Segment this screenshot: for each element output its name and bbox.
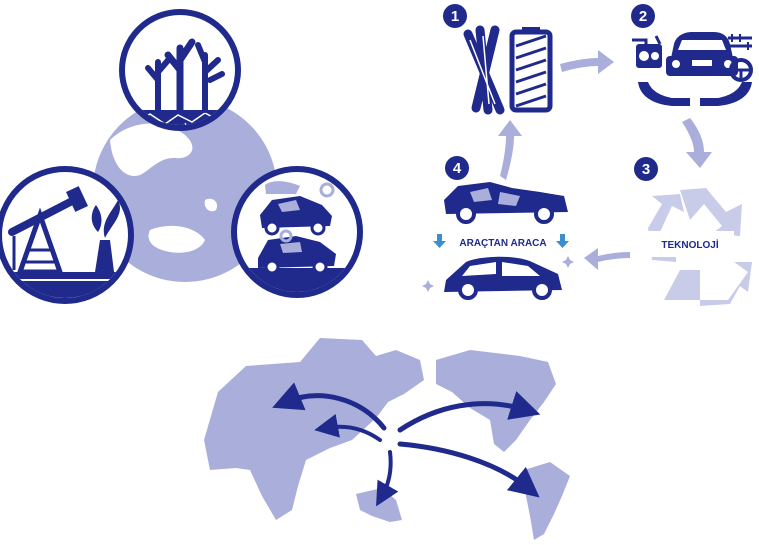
down-arrow-left-icon (433, 234, 446, 248)
steering-wheel-icon (729, 58, 753, 82)
technology-label-box (646, 231, 734, 257)
eurasia-shape (204, 338, 424, 520)
step-4-number: 4 (453, 160, 462, 177)
north-america-shape (436, 350, 556, 452)
technology-label: TEKNOLOJİ (661, 238, 718, 251)
shock-absorber-icon (728, 34, 752, 50)
recycling-cycle: 1 2 (422, 4, 753, 306)
scrap-cars-icon (231, 166, 363, 298)
arrow-step2-to-step3 (682, 118, 712, 168)
export-arrow-north-america (397, 391, 541, 433)
world-export-map (204, 338, 570, 540)
step-3-technology: 3 TEKNOLOJİ (634, 157, 752, 306)
battery-icon (509, 27, 553, 113)
export-arrow-south-america (397, 441, 540, 498)
export-arrow-oceania (376, 450, 399, 507)
arrow-step1-to-step2 (560, 50, 614, 74)
step-1-badge (443, 4, 467, 28)
step-1-materials: 1 (443, 4, 553, 115)
engine-parts-icon (632, 35, 662, 68)
south-america-shape (524, 462, 570, 540)
export-arrow-middle-east (314, 414, 382, 442)
continents (204, 338, 570, 540)
step-3-number: 3 (642, 161, 650, 178)
arrow-step3-to-new-car (584, 248, 630, 270)
sparkle-right-icon (562, 256, 574, 268)
new-car-icon (444, 256, 562, 300)
export-arrow-europe (272, 382, 387, 431)
step-4-badge (445, 156, 469, 180)
globe-icon (93, 98, 277, 282)
step-2-badge (631, 4, 655, 28)
resource-cluster (0, 9, 363, 304)
step-1-number: 1 (451, 8, 459, 25)
export-arrows (272, 382, 541, 507)
japan-shape (384, 408, 408, 450)
down-arrow-right-icon (556, 234, 569, 248)
sparkle-left-icon (422, 280, 434, 292)
raw-material-rods-icon (463, 25, 505, 115)
oil-pump-icon (0, 166, 134, 304)
oceania-shape (356, 488, 402, 522)
car-front-icon (666, 32, 738, 76)
arrow-step4-to-step1 (498, 120, 522, 180)
step-2-vehicle-production: 2 (631, 4, 753, 106)
hands-icon (638, 82, 752, 106)
crushed-car-icon (444, 182, 568, 224)
step-3-badge (634, 157, 658, 181)
step-2-number: 2 (639, 8, 647, 25)
vehicle-to-vehicle-label: ARAÇTAN ARACA (459, 238, 546, 249)
step-4-vehicle-to-vehicle: 4 ARAÇTAN ARACA (422, 156, 574, 300)
